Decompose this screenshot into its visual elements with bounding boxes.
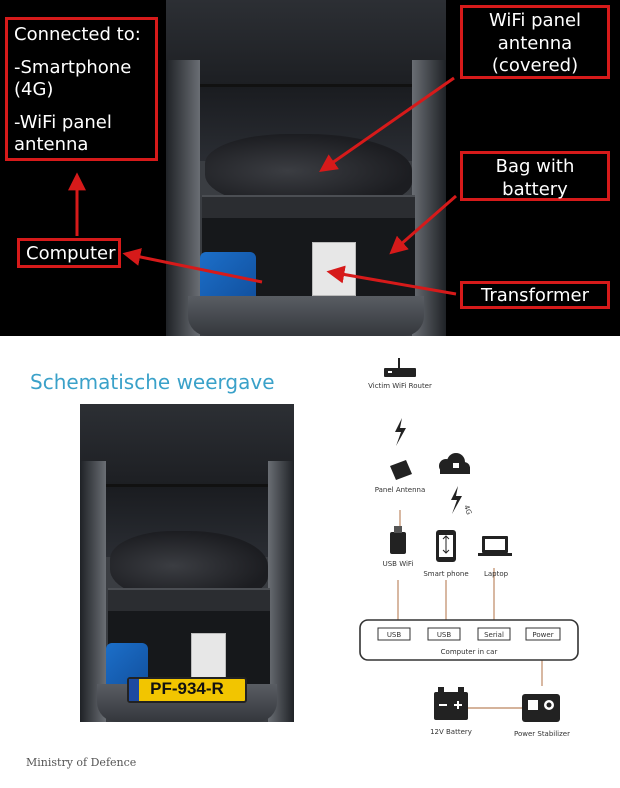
svg-text:USB WiFi: USB WiFi [383, 560, 414, 568]
computer-in-car-box [359, 619, 579, 661]
transformer-box-2 [191, 632, 226, 684]
port-usb-1: USB [387, 631, 402, 639]
router-icon [384, 358, 416, 377]
bag-battery-callout: Bag with battery [460, 151, 610, 201]
battery-icon [434, 687, 468, 720]
panel-antenna-icon [390, 460, 412, 480]
svg-text:4G: 4G [462, 504, 473, 516]
port-serial: Serial [484, 631, 504, 639]
open-hatch [166, 0, 446, 88]
connected-item-smartphone: -Smartphone (4G) [14, 56, 132, 101]
link-4g-label: 4G [462, 504, 473, 516]
power-stabilizer-label: Power Stabilizer [514, 730, 570, 738]
svg-text:Panel Antenna: Panel Antenna [375, 486, 426, 494]
svg-text:Victim WiFi Router: Victim WiFi Router [368, 382, 432, 390]
connected-title: Connected to: [14, 24, 141, 45]
svg-text:Smart phone: Smart phone [423, 570, 468, 578]
photo-credit: Ministry of Defence [26, 756, 137, 769]
car-trunk-photo [166, 0, 446, 336]
laptop-icon [478, 536, 512, 556]
power-stabilizer-icon [522, 694, 560, 722]
svg-text:Laptop: Laptop [484, 570, 509, 578]
car-rear-photo: PF-934-R [80, 404, 294, 722]
port-power: Power [532, 631, 553, 639]
schema-title: Schematische weergave [30, 370, 275, 394]
wifi-panel-callout: WiFi panel antenna (covered) [460, 5, 610, 79]
arrow-to-bag [389, 194, 457, 255]
transformer-callout: Transformer [460, 281, 610, 309]
wireless-bolt-icon [395, 418, 406, 446]
smartphone-icon [436, 530, 456, 562]
cellular-bolt-icon [451, 486, 462, 514]
router-label: Victim WiFi Router [368, 382, 432, 390]
callout-arrows [68, 76, 457, 296]
license-plate-text: PF-934-R [150, 679, 224, 699]
usb-wifi-icon [390, 526, 406, 554]
license-plate: PF-934-R [127, 677, 247, 703]
usb-wifi-label: USB WiFi [383, 560, 414, 568]
arrow-to-wifi-panel [319, 76, 455, 173]
computer-callout: Computer [17, 238, 121, 268]
arrow-to-transformer [326, 265, 457, 296]
laptop-label: Laptop [484, 570, 509, 578]
battery-label: 12V Battery [430, 728, 472, 736]
port-usb-2: USB [437, 631, 452, 639]
open-hatch-2 [80, 404, 294, 487]
connected-to-callout: Connected to: -Smartphone (4G) -WiFi pan… [5, 17, 158, 161]
network-schematic: Victim WiFi Router Panel Antenna 4G USB … [359, 358, 579, 738]
arrow-to-computer [122, 248, 263, 284]
panel-antenna-label: Panel Antenna [375, 486, 426, 494]
smartphone-label: Smart phone [423, 570, 468, 578]
cloud-lock-icon [439, 453, 470, 474]
connected-item-wifi: -WiFi panel antenna [14, 111, 112, 156]
computer-in-car-label: Computer in car [441, 648, 498, 656]
annotated-car-photo-panel: Connected to: -Smartphone (4G) -WiFi pan… [0, 0, 620, 336]
